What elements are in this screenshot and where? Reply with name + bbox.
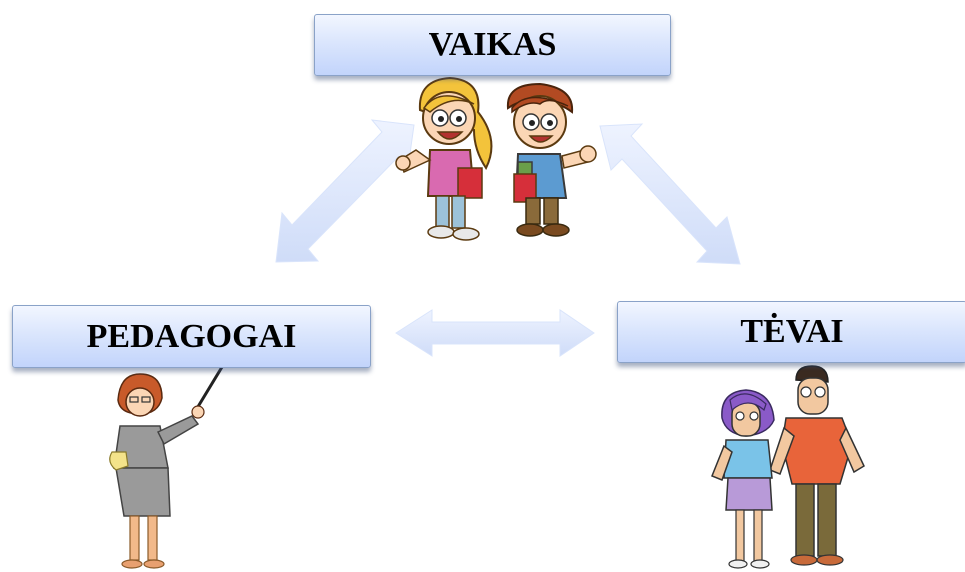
children-icon [395,76,597,241]
node-pedagogai: PEDAGOGAI [12,305,371,368]
teacher-icon [109,366,224,569]
node-vaikas-label: VAIKAS [428,26,557,63]
arrow-pedagogai-tevai [395,309,595,357]
node-tevai: TĖVAI [617,301,965,363]
arrow-vaikas-pedagogai [275,119,415,263]
node-tevai-label: TĖVAI [740,313,844,350]
parents-icon [711,365,865,569]
node-vaikas: VAIKAS [314,14,671,76]
node-pedagogai-label: PEDAGOGAI [86,317,297,355]
arrow-vaikas-tevai [599,123,741,265]
